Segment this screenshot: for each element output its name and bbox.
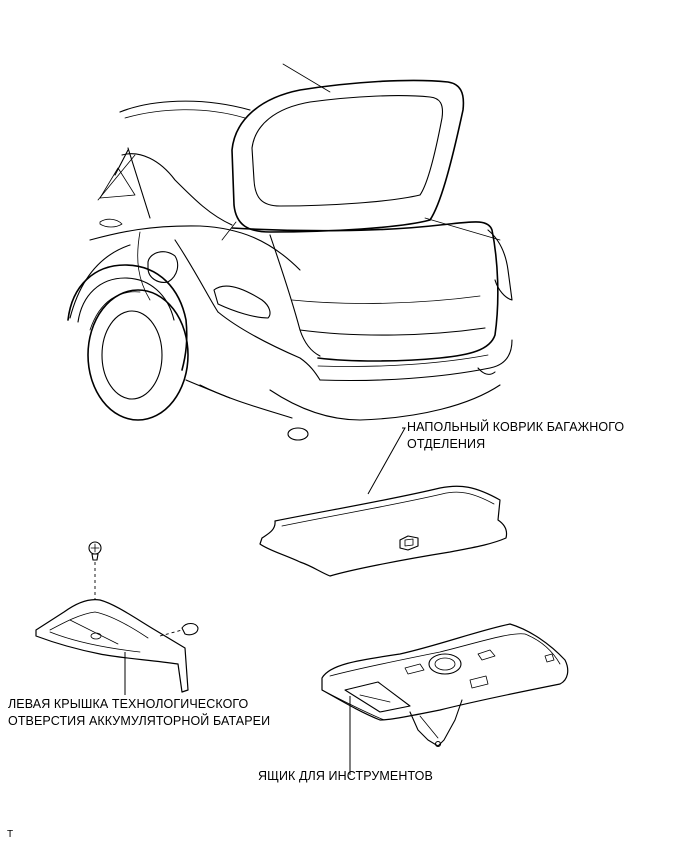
tool-box-label: ЯЩИК ДЛЯ ИНСТРУМЕНТОВ — [258, 768, 433, 785]
tool-box-label-text: ЯЩИК ДЛЯ ИНСТРУМЕНТОВ — [258, 769, 433, 783]
floor-mat-leader — [367, 427, 406, 495]
leader-lines — [124, 427, 406, 775]
tool-box — [321, 623, 569, 748]
battery-cover-label-line2: ОТВЕРСТИЯ АККУМУЛЯТОРНОЙ БАТАРЕИ — [8, 714, 271, 728]
corner-mark: T — [7, 826, 13, 843]
luggage-floor-mat — [259, 485, 508, 577]
floor-mat-label-line2: ОТДЕЛЕНИЯ — [407, 437, 486, 451]
battery-cover-label-line1: ЛЕВАЯ КРЫШКА ТЕХНОЛОГИЧЕСКОГО — [8, 697, 249, 711]
battery-cover-label: ЛЕВАЯ КРЫШКА ТЕХНОЛОГИЧЕСКОГО ОТВЕРСТИЯ … — [8, 696, 270, 730]
corner-mark-text: T — [7, 829, 14, 840]
car-illustration — [67, 63, 513, 441]
floor-mat-label-line1: НАПОЛЬНЫЙ КОВРИК БАГАЖНОГО — [407, 420, 625, 434]
battery-hole-cover — [35, 541, 199, 693]
floor-mat-label: НАПОЛЬНЫЙ КОВРИК БАГАЖНОГО ОТДЕЛЕНИЯ — [407, 419, 624, 453]
